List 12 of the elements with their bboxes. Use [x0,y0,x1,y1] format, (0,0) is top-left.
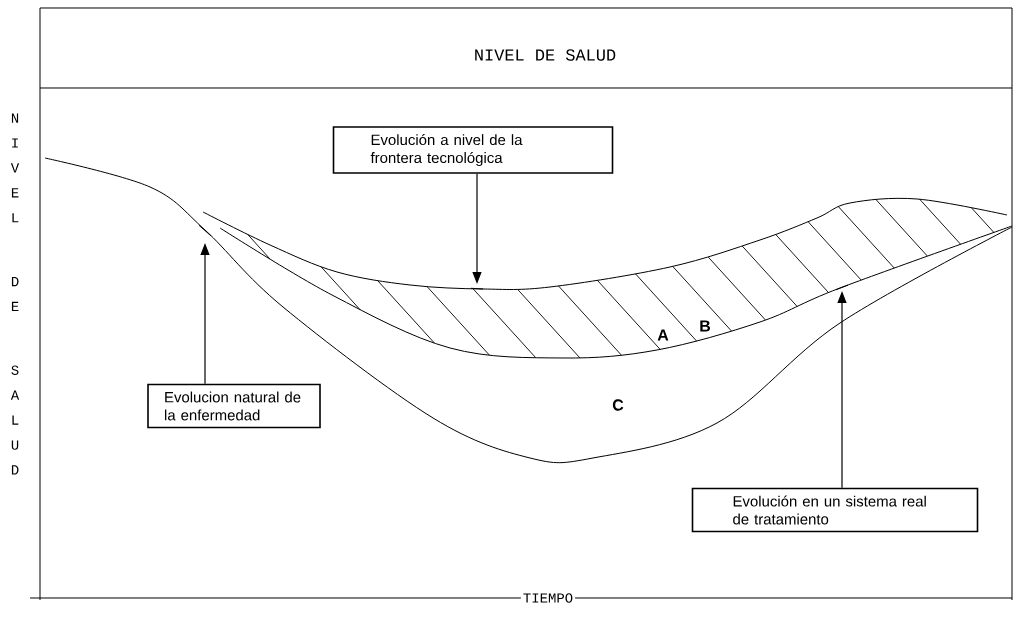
axis-label: TIEMPO [520,591,576,605]
region-letter: A [657,329,669,341]
header-title: NIVEL DE SALUD [475,49,616,61]
region-letter: B [700,320,711,332]
region-letter: C [612,399,624,411]
callout-box: Evolución a nivel de la frontera tecnológica [332,126,614,174]
curve-segment [835,284,849,291]
axis-title: NIVEL DE SALUD [10,113,20,475]
curve-segment [470,287,484,290]
callout-box: Evolución en un sistema real de tratamiento [691,487,979,533]
curve-segment [198,224,212,237]
callout-box: Evolucion natural de la enfermedad [147,383,321,429]
